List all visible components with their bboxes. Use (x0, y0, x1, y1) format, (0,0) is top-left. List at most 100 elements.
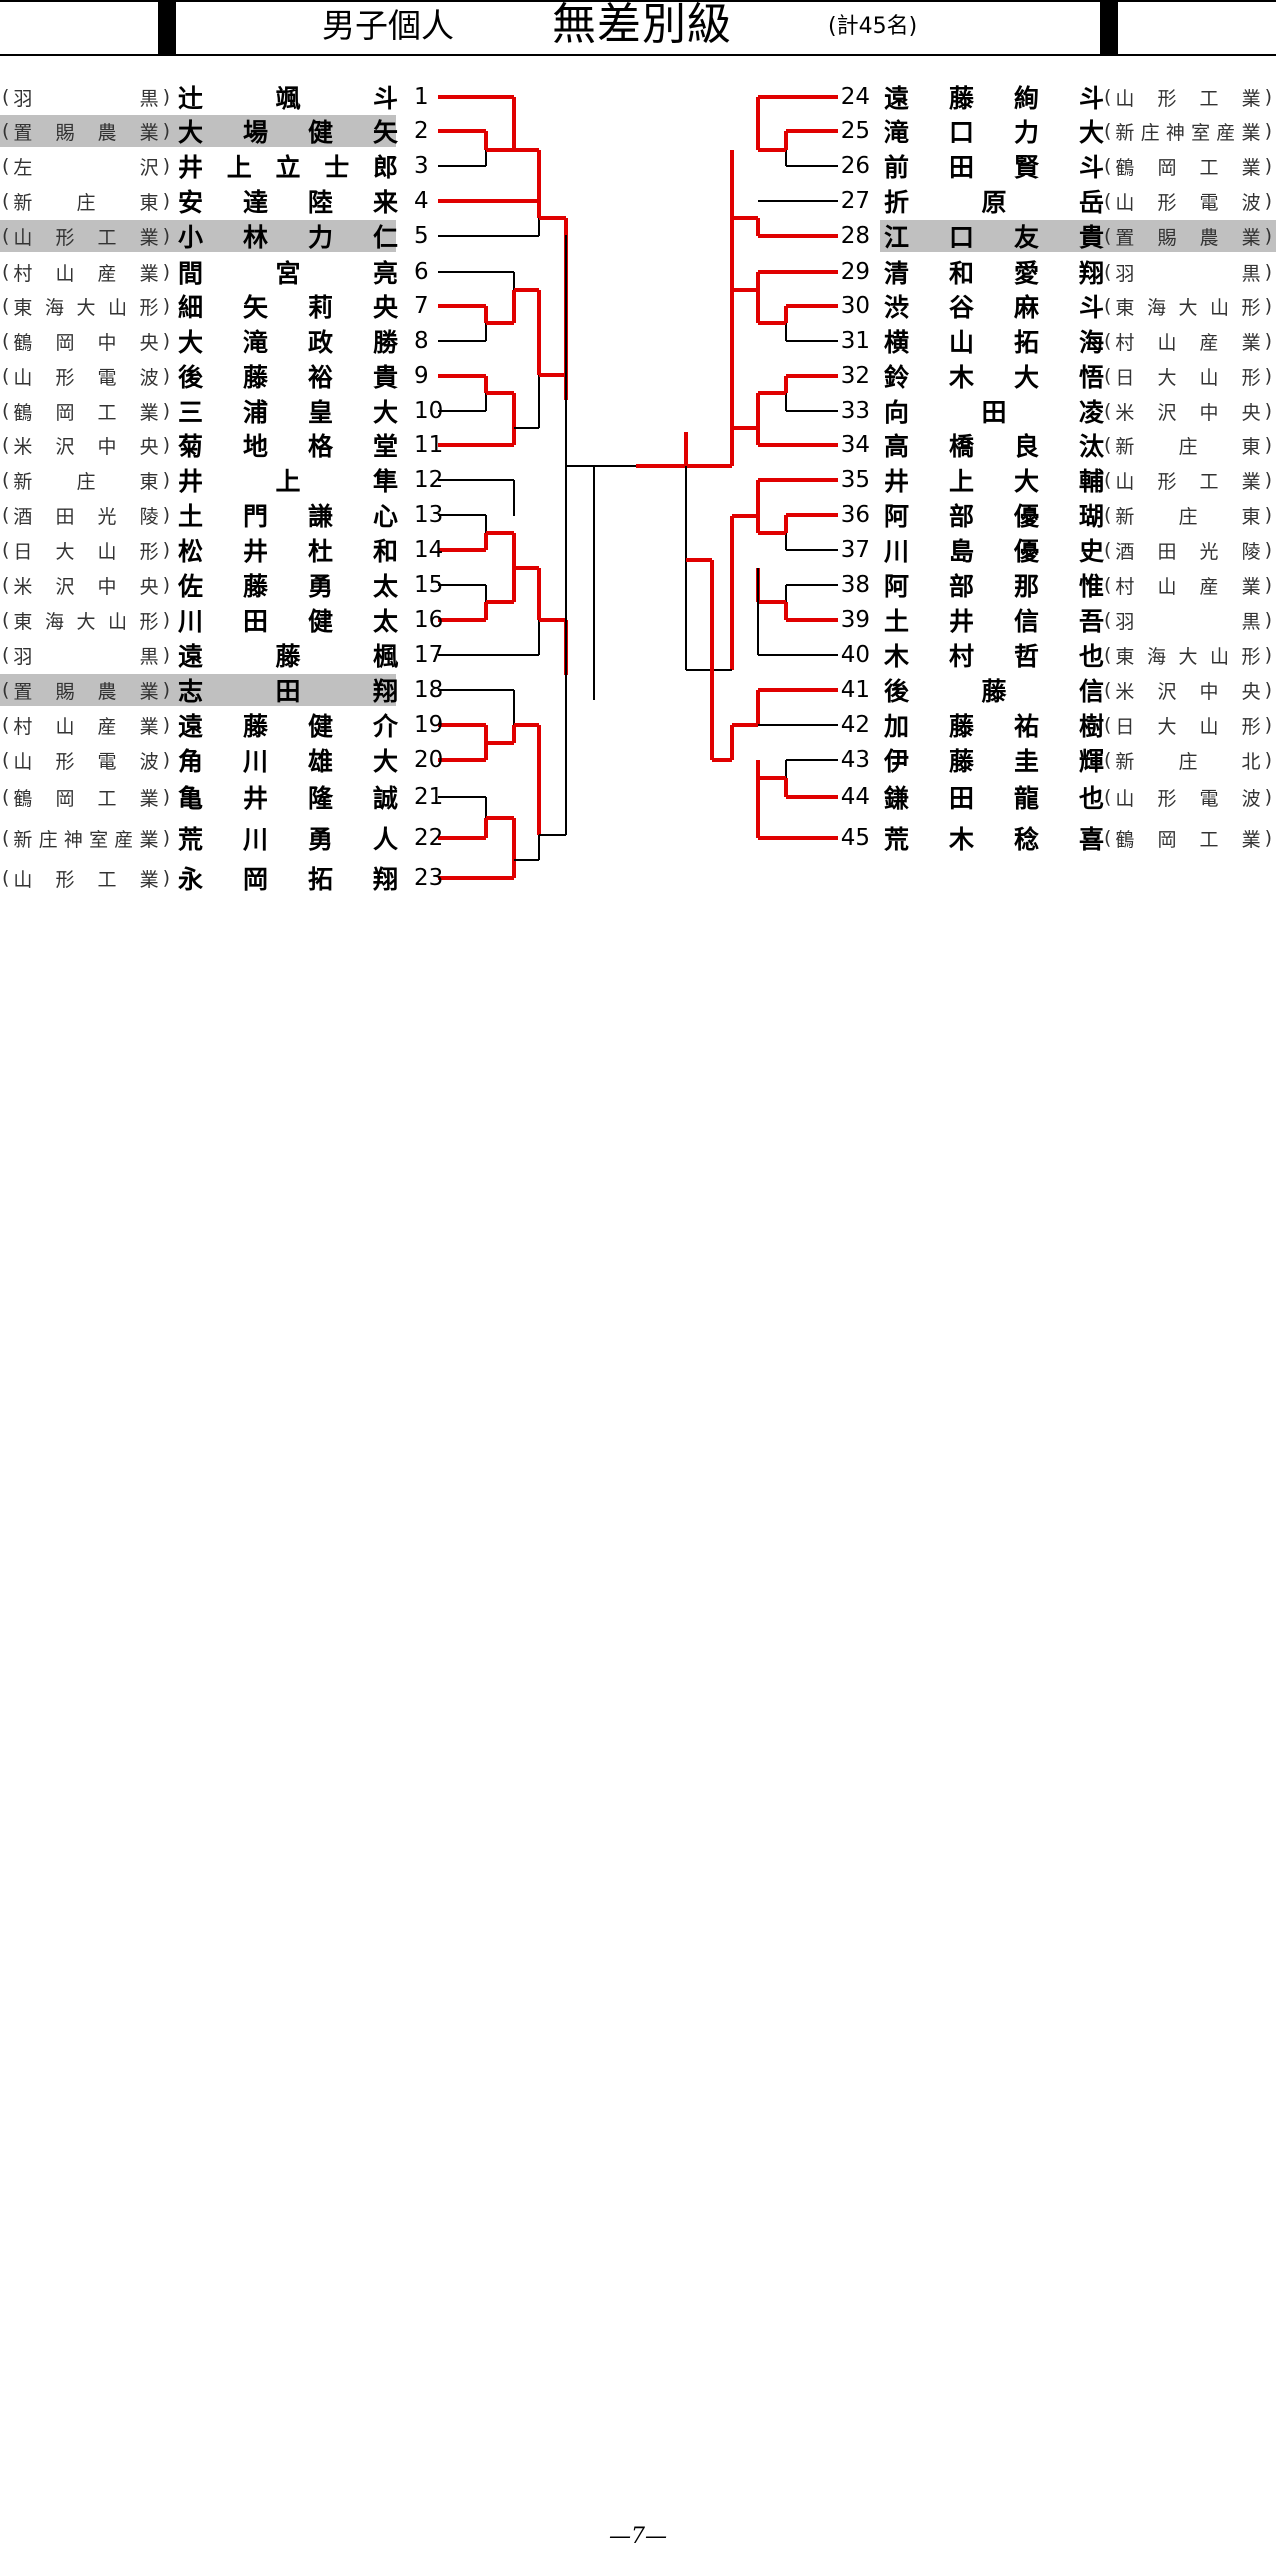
paren-open: ( (1104, 155, 1112, 177)
school-text: 新庄東 (1115, 505, 1261, 528)
school-text: 新庄東 (13, 470, 159, 493)
entry-number: 25 (840, 118, 870, 144)
school-name: (羽黒) (1104, 605, 1272, 635)
entry-number: 39 (840, 607, 870, 633)
competitor-name: 小林力仁 (178, 223, 398, 252)
paren-close: ) (1264, 120, 1272, 142)
competitor-name: 川田健太 (178, 607, 398, 636)
competitor-name: 前田賢斗 (884, 153, 1104, 182)
entry-number: 7 (414, 293, 429, 319)
entry-number: 18 (414, 677, 444, 703)
paren-open: ( (1104, 295, 1112, 317)
paren-close: ) (162, 679, 170, 701)
school-name: (新庄東) (1104, 430, 1272, 460)
school-text: 新庄東 (1115, 435, 1261, 458)
entry-number: 26 (840, 153, 870, 179)
school-text: 米沢中央 (13, 575, 159, 598)
school-text: 新庄神室産業 (13, 828, 159, 851)
entry-number: 16 (414, 607, 444, 633)
school-name: (米沢中央) (2, 430, 170, 460)
paren-open: ( (2, 155, 10, 177)
competitor-name: 井上隼 (178, 467, 398, 496)
school-name: (新庄東) (2, 465, 170, 495)
school-name: (置賜農業) (1104, 221, 1272, 251)
paren-close: ) (162, 155, 170, 177)
school-name: (羽黒) (1104, 257, 1272, 287)
school-text: 東海大山形 (13, 610, 159, 633)
paren-open: ( (1104, 330, 1112, 352)
paren-close: ) (1264, 469, 1272, 491)
competitor-name: 土門謙心 (178, 502, 398, 531)
paren-open: ( (2, 504, 10, 526)
entry-number: 15 (414, 572, 444, 598)
paren-close: ) (1264, 644, 1272, 666)
school-name: (新庄東) (1104, 500, 1272, 530)
school-text: 鶴岡工業 (13, 787, 159, 810)
school-name: (村山産業) (2, 257, 170, 287)
school-name: (山形電波) (2, 361, 170, 391)
paren-open: ( (1104, 434, 1112, 456)
paren-open: ( (1104, 609, 1112, 631)
competitor-name: 井上大輔 (884, 467, 1104, 496)
paren-open: ( (1104, 120, 1112, 142)
school-name: (村山産業) (2, 710, 170, 740)
entry-number: 5 (414, 223, 429, 249)
school-text: 村山産業 (13, 715, 159, 738)
paren-open: ( (2, 400, 10, 422)
school-text: 置賜農業 (13, 680, 159, 703)
paren-close: ) (162, 539, 170, 561)
school-name: (置賜農業) (2, 675, 170, 705)
paren-open: ( (2, 365, 10, 387)
paren-close: ) (1264, 330, 1272, 352)
competitor-name: 横山拓海 (884, 328, 1104, 357)
school-text: 日大山形 (1115, 715, 1261, 738)
school-name: (新庄神室産業) (1104, 116, 1272, 146)
competitor-name: 渋谷麻斗 (884, 293, 1104, 322)
school-text: 酒田光陵 (1115, 540, 1261, 563)
entry-number: 40 (840, 642, 870, 668)
school-text: 置賜農業 (13, 121, 159, 144)
entry-number: 27 (840, 188, 870, 214)
entry-number: 41 (840, 677, 870, 703)
paren-close: ) (162, 786, 170, 808)
paren-open: ( (1104, 644, 1112, 666)
competitor-name: 鎌田龍也 (884, 784, 1104, 813)
entry-number: 14 (414, 537, 444, 563)
school-name: (米沢中央) (1104, 675, 1272, 705)
school-name: (新庄北) (1104, 745, 1272, 775)
competitor-name: 滝口力大 (884, 118, 1104, 147)
entry-number: 2 (414, 118, 429, 144)
school-name: (東海大山形) (1104, 291, 1272, 321)
paren-open: ( (1104, 86, 1112, 108)
competitor-name: 荒川勇人 (178, 825, 398, 854)
entry-number: 32 (840, 363, 870, 389)
competitor-name: 志田翔 (178, 677, 398, 706)
competitor-name: 高橋良汰 (884, 432, 1104, 461)
paren-close: ) (1264, 504, 1272, 526)
paren-close: ) (162, 86, 170, 108)
paren-close: ) (1264, 827, 1272, 849)
paren-close: ) (1264, 714, 1272, 736)
page-number: —7— (609, 2524, 667, 2549)
header-bottom-rule (0, 54, 1276, 56)
school-text: 山形電波 (13, 366, 159, 389)
entry-number: 45 (840, 825, 870, 851)
competitor-name: 土井信吾 (884, 607, 1104, 636)
paren-close: ) (162, 295, 170, 317)
header-top-rule (0, 0, 1276, 2)
competitor-name: 遠藤絢斗 (884, 84, 1104, 113)
paren-open: ( (2, 644, 10, 666)
paren-open: ( (2, 714, 10, 736)
paren-close: ) (162, 574, 170, 596)
competitor-name: 向田凌 (884, 398, 1104, 427)
competitor-name: 細矢莉央 (178, 293, 398, 322)
school-name: (羽黒) (2, 640, 170, 670)
entry-number: 23 (414, 865, 444, 891)
competitor-name: 遠藤楓 (178, 642, 398, 671)
paren-open: ( (2, 867, 10, 889)
paren-open: ( (2, 190, 10, 212)
competitor-name: 佐藤勇太 (178, 572, 398, 601)
school-text: 山形工業 (13, 868, 159, 891)
school-text: 東海大山形 (1115, 296, 1261, 319)
paren-close: ) (1264, 574, 1272, 596)
